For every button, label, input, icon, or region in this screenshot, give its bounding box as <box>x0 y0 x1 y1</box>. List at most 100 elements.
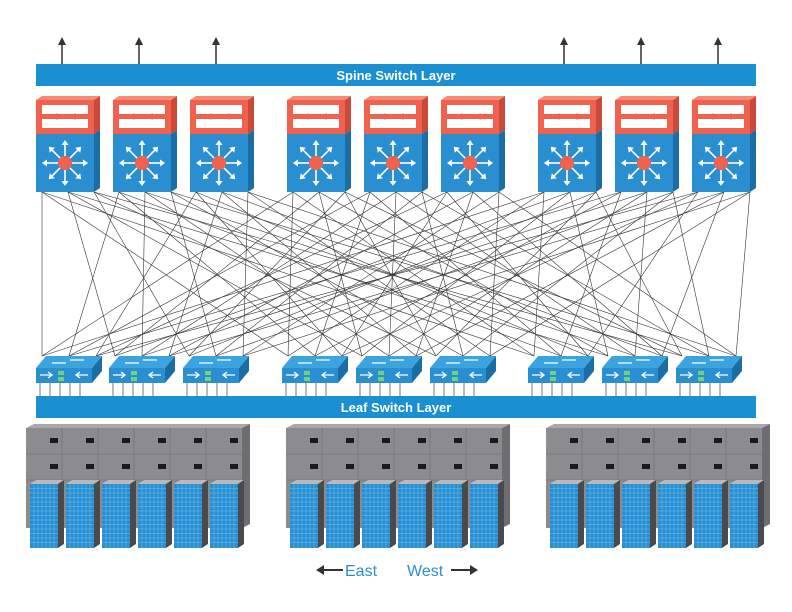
mesh-link <box>421 191 464 357</box>
mesh-link <box>141 191 648 357</box>
mesh-link <box>95 191 197 357</box>
mesh-link <box>388 191 648 357</box>
mesh-link <box>114 191 320 357</box>
spine-switch-icon <box>36 96 100 192</box>
leaf-switch-icon <box>430 356 496 396</box>
mesh-link <box>318 191 363 357</box>
server-racks <box>26 424 770 548</box>
leaf-switch-icon <box>602 356 668 396</box>
mesh-link <box>41 191 289 357</box>
up-arrow-icon <box>714 37 722 64</box>
uplink-arrows <box>58 37 722 64</box>
mesh-link <box>247 191 737 357</box>
mesh-link <box>498 191 737 357</box>
mesh-link <box>395 191 636 357</box>
mesh-link <box>67 191 609 357</box>
mesh-link <box>95 191 699 357</box>
leaf-switch-icon <box>528 356 594 396</box>
mesh-link <box>188 191 597 357</box>
mesh-link <box>421 191 710 357</box>
mesh-link <box>188 191 346 357</box>
leaf-switch-icon <box>36 356 102 396</box>
leaf-switch-icon <box>676 356 742 396</box>
up-arrow-icon <box>135 37 143 64</box>
mesh-link <box>93 191 190 357</box>
mesh-link <box>242 191 249 357</box>
leaf-band-bar <box>36 396 756 418</box>
mesh-link <box>489 191 751 357</box>
mesh-link <box>533 191 545 357</box>
mesh-link <box>41 191 535 357</box>
leaf-switch-icon <box>356 356 422 396</box>
up-arrow-icon <box>212 37 220 64</box>
mesh-link <box>95 191 448 357</box>
mesh-link <box>247 191 491 357</box>
mesh-link <box>560 191 622 357</box>
mesh-link <box>93 191 437 357</box>
mesh-link <box>344 191 437 357</box>
mesh-link <box>735 191 751 357</box>
leaf-layer-label: Leaf Switch Layer <box>341 400 452 415</box>
mesh-link <box>661 191 725 357</box>
mesh-link <box>68 191 622 357</box>
mesh-link <box>41 191 294 357</box>
mesh-link <box>215 191 423 357</box>
left-arrow-icon <box>316 565 343 575</box>
mesh-link <box>435 191 597 357</box>
spine-switch-icon <box>190 96 254 192</box>
mesh-link <box>472 191 663 357</box>
spine-switch-icon <box>113 96 177 192</box>
right-arrow-icon <box>451 565 478 575</box>
mesh-link <box>144 191 636 357</box>
mesh-link <box>287 191 294 357</box>
mesh-link <box>595 191 683 357</box>
mesh-link <box>221 191 663 357</box>
mesh-link <box>41 191 545 357</box>
spine-band-bar <box>36 64 756 86</box>
mesh-link <box>672 191 710 357</box>
mesh-link <box>170 191 217 357</box>
spine-switch-icon <box>692 96 756 192</box>
east-west-indicator: East West <box>316 563 478 580</box>
spine-switch-icon <box>441 96 505 192</box>
direction-east-label: East <box>345 563 378 580</box>
mesh-link <box>68 191 120 357</box>
mesh-link <box>287 191 545 357</box>
mesh-link <box>569 191 609 357</box>
spine-layer-band: Spine Switch Layer <box>36 64 756 86</box>
leaf-switch-icon <box>109 356 175 396</box>
mesh-link <box>242 191 751 357</box>
mesh-link <box>118 191 562 357</box>
server-rack-icon <box>286 424 510 548</box>
spine-leaf-mesh-links <box>41 191 751 357</box>
up-arrow-icon <box>637 37 645 64</box>
mesh-link <box>415 191 725 357</box>
mesh-link <box>170 191 464 357</box>
spine-switches <box>36 96 756 192</box>
mesh-link <box>587 191 699 357</box>
leaf-switch-icon <box>282 356 348 396</box>
server-rack-icon <box>26 424 250 548</box>
mesh-link <box>242 191 500 357</box>
mesh-link <box>141 191 146 357</box>
mesh-link <box>168 191 474 357</box>
mesh-link <box>141 191 397 357</box>
mesh-link <box>361 191 571 357</box>
spine-switch-icon <box>615 96 679 192</box>
spine-switch-icon <box>287 96 351 192</box>
leaf-switch-icon <box>183 356 249 396</box>
mesh-link <box>292 191 535 357</box>
mesh-link <box>67 191 116 357</box>
direction-west-label: West <box>407 563 444 580</box>
mesh-link <box>93 191 683 357</box>
leaf-layer-band: Leaf Switch Layer <box>36 396 756 418</box>
mesh-link <box>67 191 363 357</box>
mesh-link <box>344 191 683 357</box>
spine-switch-icon <box>538 96 602 192</box>
mesh-link <box>168 191 223 357</box>
up-arrow-icon <box>58 37 66 64</box>
mesh-link <box>314 191 622 357</box>
mesh-link <box>114 191 571 357</box>
mesh-link <box>489 191 500 357</box>
